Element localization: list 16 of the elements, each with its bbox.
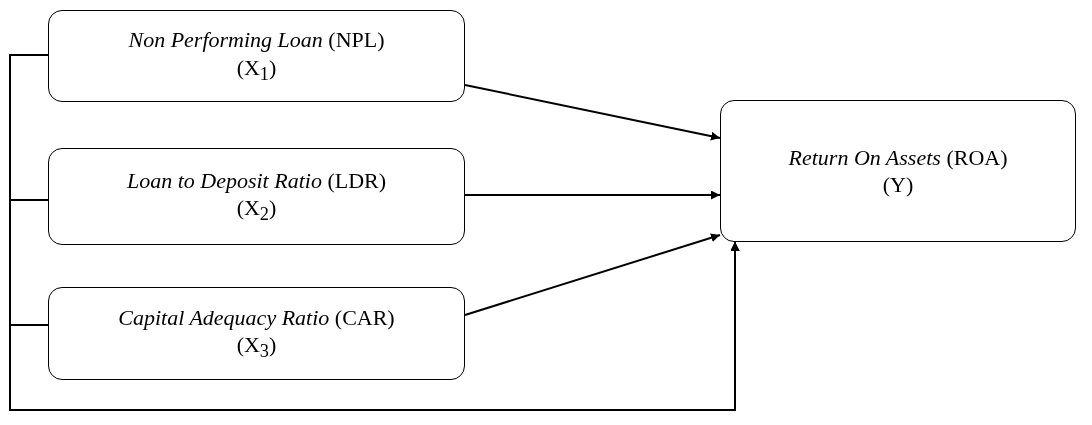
variable-label: (X$_{1}$): [236, 53, 277, 86]
variable-label: Loan to Deposit Ratio (LDR): [126, 166, 387, 195]
variable-label: Non Performing Loan (NPL): [128, 26, 385, 54]
variable-label: (Y): [882, 171, 914, 199]
arrow: [464, 190, 721, 200]
arrow: [464, 84, 721, 141]
rounded-box: [48, 148, 465, 245]
rounded-box: [48, 287, 465, 380]
variable-label: Capital Adequacy Ratio (CAR): [118, 303, 395, 332]
variable-label: (X$_{2}$): [236, 194, 277, 227]
arrow: [464, 233, 721, 316]
variable-label: (X$_{3}$): [236, 331, 277, 364]
rounded-box: [720, 100, 1076, 242]
rounded-box: [48, 10, 465, 102]
arrow: [9, 241, 740, 411]
variable-label: Return On Assets (ROA): [788, 143, 1008, 171]
